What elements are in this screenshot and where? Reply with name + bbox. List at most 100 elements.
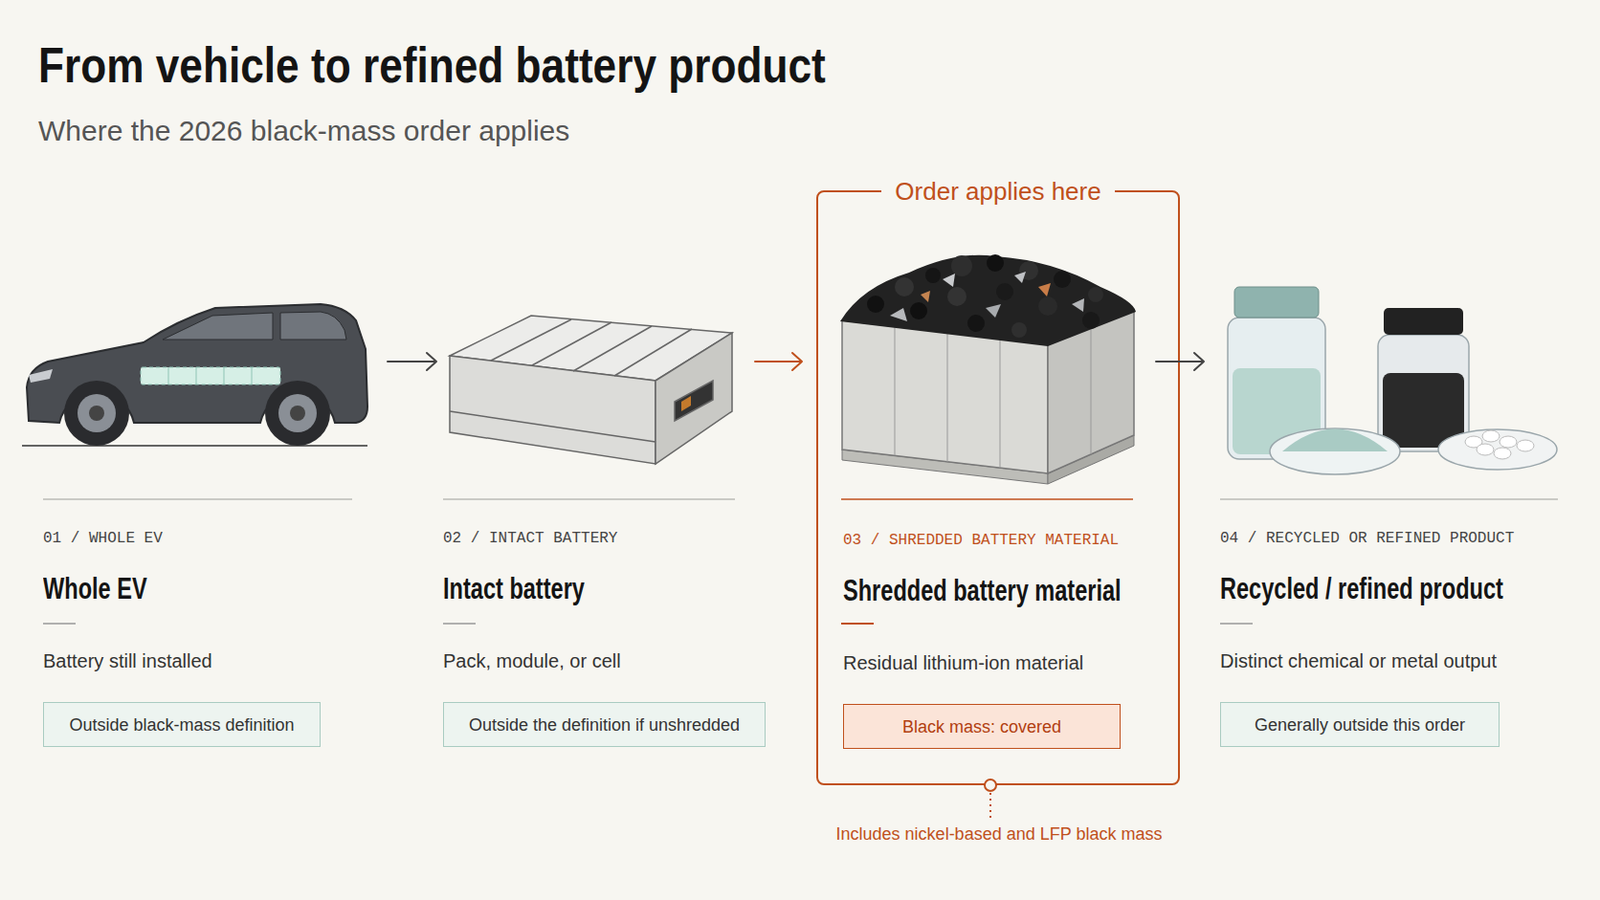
stage-column: 01 / WHOLE EVWhole EVBattery still insta… (22, 248, 382, 766)
refined-product-illustration-part (1234, 287, 1319, 318)
stage-column: 02 / INTACT BATTERY Intact batteryPack, m… (442, 248, 750, 766)
refined-product-illustration (1227, 287, 1557, 475)
step-label: 04 / RECYCLED OR REFINED PRODUCT (1220, 529, 1514, 549)
black-mass-crate-illustration-part (947, 287, 967, 307)
ev-illustration-part (196, 367, 198, 385)
battery-pack-illustration-part (449, 411, 656, 443)
section-rules-part (43, 622, 76, 625)
stage-description: Distinct chemical or metal output (1220, 649, 1497, 673)
black-mass-crate-illustration-part (986, 254, 1004, 272)
refined-product-illustration-part (1499, 436, 1517, 448)
black-mass-crate-illustration-part (1082, 311, 1100, 330)
stage-column: 04 / RECYCLED OR REFINED PRODUCT Recycled… (1215, 248, 1579, 766)
ev-illustration-part (88, 405, 105, 422)
ev-illustration-part (289, 405, 306, 422)
stage-column: 03 / SHREDDED BATTERY MATERIAL Shredded b… (834, 252, 1165, 760)
black-mass-crate-illustration-part (947, 333, 949, 463)
black-mass-crate-illustration-part (951, 255, 973, 277)
black-mass-crate-illustration-part (925, 267, 941, 284)
stage-heading: Whole EV (43, 572, 148, 607)
black-mass-crate-illustration-part (1071, 298, 1085, 312)
stage-description: Pack, module, or cell (443, 649, 622, 673)
flow-arrow (755, 353, 802, 371)
frame-heading: Order applies here (881, 175, 1114, 208)
black-mass-crate-illustration-part (1011, 322, 1027, 338)
black-mass-crate-illustration-part (840, 255, 1136, 347)
section-rules-part (1220, 498, 1558, 501)
black-mass-crate-illustration-part (910, 302, 928, 320)
ev-illustration-part (64, 380, 130, 446)
black-mass-crate-illustration-part (942, 273, 956, 288)
status-tag-text: Outside the definition if unshredded (468, 714, 740, 736)
status-tag: Outside the definition if unshredded (443, 702, 766, 748)
black-mass-crate-illustration-part (967, 314, 985, 333)
ev-illustration-part (265, 380, 331, 446)
black-mass-crate-illustration-part (1014, 271, 1026, 284)
battery-pack-illustration-part (573, 326, 652, 372)
step-label: 02 / INTACT BATTERY (443, 529, 618, 549)
status-tag: Outside black-mass definition (43, 702, 321, 748)
refined-product-illustration-part (1493, 447, 1512, 460)
stage-heading: Intact battery (443, 572, 585, 607)
section-rules-part (43, 498, 353, 501)
refined-product-illustration-part (1383, 308, 1464, 335)
refined-product-illustration-part (1516, 440, 1534, 452)
refined-product-illustration-part (1282, 429, 1388, 453)
step-label: 01 / WHOLE EV (43, 529, 163, 549)
battery-pack-illustration-part (674, 380, 713, 422)
black-mass-crate-illustration-part (894, 277, 914, 297)
black-mass-crate-illustration-part (920, 290, 931, 303)
section-rules (43, 499, 1558, 624)
refined-product-illustration-part (1476, 444, 1494, 456)
black-mass-crate-illustration-part (996, 283, 1014, 301)
ev-illustration-part (22, 444, 368, 447)
black-mass-crate-illustration-part (1038, 296, 1058, 316)
black-mass-crate-illustration-part (1053, 270, 1071, 289)
flow-arrow (387, 353, 437, 371)
ev-illustration-part (280, 311, 347, 340)
step-label: 03 / SHREDDED BATTERY MATERIAL (843, 531, 1119, 551)
battery-pack-illustration-part (449, 355, 656, 465)
status-tag-text: Outside black-mass definition (68, 714, 294, 736)
black-mass-crate-illustration-part (1088, 287, 1104, 303)
ev-illustration-part (251, 367, 253, 385)
status-tag: Black mass: covered (843, 704, 1121, 750)
frame-heading-holder: Order applies here (818, 175, 1178, 212)
black-mass-crate-illustration-part (1090, 327, 1092, 455)
ev-illustration-part (140, 367, 281, 385)
status-tag: Generally outside this order (1220, 702, 1500, 748)
callout-decoration-part (989, 793, 992, 820)
ev-illustration-part (77, 394, 116, 433)
ev-illustration-part (28, 369, 53, 383)
black-mass-crate-illustration-part (842, 320, 1048, 474)
status-tag-text: Generally outside this order (1254, 714, 1466, 736)
battery-pack-illustration-part (681, 396, 691, 412)
subtitle: Where the 2026 black-mass order applies (38, 111, 570, 151)
stage-heading: Shredded battery material (843, 574, 1122, 609)
refined-product-illustration-part (1377, 334, 1469, 452)
refined-product-illustration-part (1482, 430, 1500, 443)
black-mass-crate-illustration-part (1038, 283, 1051, 297)
black-mass-crate-illustration-part (894, 326, 896, 456)
page-title: From vehicle to refined battery product (38, 34, 826, 96)
ev-illustration-part (162, 312, 273, 340)
scope-frame: Order applies here03 / SHREDDED BATTERY … (816, 190, 1180, 786)
callout-note: Includes nickel-based and LFP black mass (759, 822, 1239, 846)
ev-illustration-part (278, 394, 317, 433)
section-rules-part (443, 622, 476, 625)
refined-product-illustration-part (1438, 429, 1557, 470)
battery-pack-illustration-part (490, 319, 572, 361)
black-mass-crate-illustration-part (866, 295, 885, 313)
ev-illustration-part (223, 367, 225, 385)
section-rules-part (1220, 622, 1253, 625)
stage-heading: Recycled / refined product (1220, 572, 1504, 607)
stage-description: Residual lithium-ion material (843, 651, 1084, 675)
battery-pack-illustration-part (655, 333, 733, 465)
status-tag-text: Black mass: covered (902, 716, 1062, 738)
black-mass-crate-illustration-part (985, 304, 1001, 318)
section-rules-part (841, 498, 1134, 501)
battery-pack-illustration (449, 315, 733, 465)
